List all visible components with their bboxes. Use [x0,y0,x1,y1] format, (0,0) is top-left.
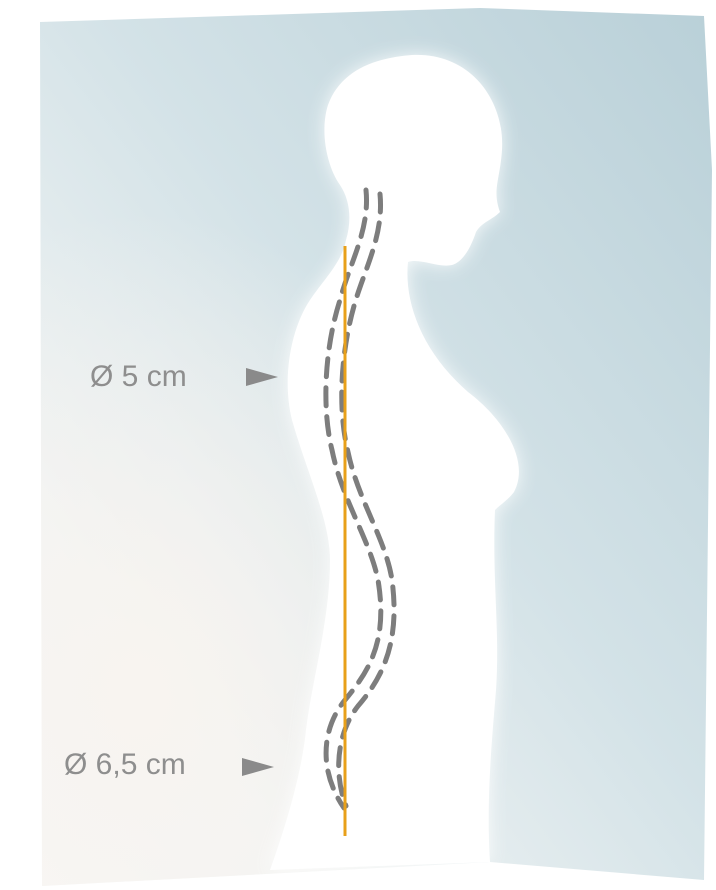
lower-diameter-label: Ø 6,5 cm [64,750,186,780]
upper-diameter-label: Ø 5 cm [90,362,187,392]
